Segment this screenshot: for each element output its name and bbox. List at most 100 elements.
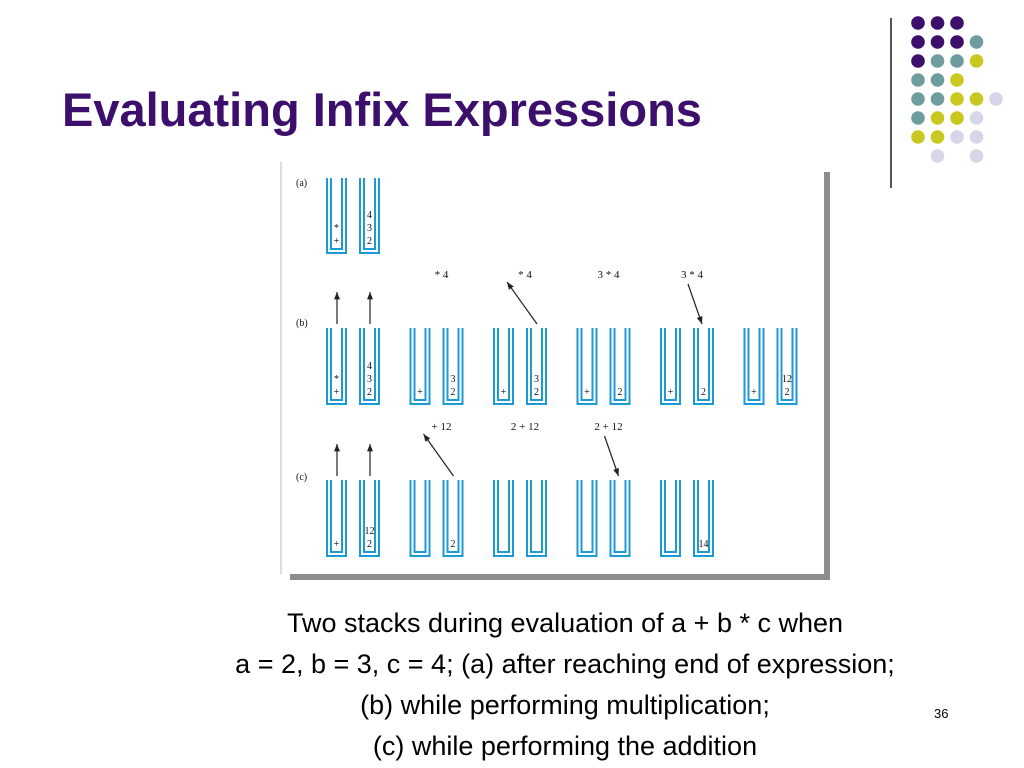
operand-value: 3 xyxy=(534,374,539,385)
operand-value: 3 xyxy=(451,374,456,385)
decor-dot xyxy=(930,73,945,87)
decor-dot xyxy=(950,73,964,87)
operand-stack xyxy=(442,480,464,557)
operator-value: + xyxy=(751,387,757,398)
operand-value: 12 xyxy=(782,374,792,385)
figure-row-0: (a)*+432 xyxy=(296,178,380,254)
caption-line-1: Two stacks during evaluation of a + b * … xyxy=(286,608,844,638)
operand-stack xyxy=(359,178,380,254)
operator-stack xyxy=(660,480,681,557)
operator-stack xyxy=(743,328,765,405)
pop-arrow xyxy=(334,444,340,476)
figure-left-edge xyxy=(280,162,282,574)
operator-value: + xyxy=(417,387,423,398)
operand-stack xyxy=(693,328,714,405)
operator-stack xyxy=(326,328,347,405)
decor-dot xyxy=(930,111,945,125)
decor-dot xyxy=(911,73,925,87)
operation-label: 2 + 12 xyxy=(594,421,622,433)
operator-value: * xyxy=(334,223,339,234)
decor-dot xyxy=(950,35,964,49)
decor-dot xyxy=(969,111,984,125)
operand-value: 2 xyxy=(451,539,456,550)
operator-value: + xyxy=(501,387,507,398)
decor-dot xyxy=(950,111,964,125)
operation-label: * 4 xyxy=(518,269,532,281)
operand-stack xyxy=(442,328,464,405)
operator-value: + xyxy=(334,539,340,550)
decor-dot xyxy=(911,54,925,68)
operand-value: 12 xyxy=(365,526,375,537)
operand-value: 4 xyxy=(367,361,372,372)
caption-line-2: a = 2, b = 3, c = 4; (a) after reaching … xyxy=(235,649,895,679)
operand-value: 2 xyxy=(534,387,539,398)
operand-value: 4 xyxy=(367,210,372,221)
slide-title: Evaluating Infix Expressions xyxy=(62,83,702,136)
decor-dot xyxy=(950,130,964,144)
row-label: (c) xyxy=(296,472,307,483)
operator-stack xyxy=(660,328,681,405)
caption-line-4: (c) while performing the addition xyxy=(372,731,758,761)
operand-value: 2 xyxy=(367,387,372,398)
operator-stack xyxy=(576,328,598,405)
decor-dot xyxy=(911,92,925,106)
operator-stack xyxy=(409,328,431,405)
operand-value: 3 xyxy=(367,374,372,385)
decor-dot xyxy=(930,149,945,163)
decor-dot xyxy=(969,130,984,144)
row-label: (b) xyxy=(296,318,308,329)
operation-label: 3 * 4 xyxy=(681,269,704,281)
operand-value: 2 xyxy=(618,387,623,398)
pop-arrow xyxy=(506,281,538,325)
decor-dot xyxy=(950,54,964,68)
operator-stack xyxy=(493,480,514,557)
page-number: 36 xyxy=(934,706,949,721)
decorative-divider-line xyxy=(890,18,892,188)
pop-arrow xyxy=(367,444,373,476)
decor-dot xyxy=(969,92,984,106)
operand-value: 2 xyxy=(701,387,706,398)
decor-dot xyxy=(911,130,925,144)
operand-stack xyxy=(609,328,631,405)
operand-value: 2 xyxy=(785,387,790,398)
decor-dot xyxy=(989,92,1003,106)
pop-arrow xyxy=(367,292,373,324)
operand-value: 2 xyxy=(451,387,456,398)
decor-dot xyxy=(930,35,945,49)
operator-value: + xyxy=(668,387,674,398)
operator-value: + xyxy=(334,236,340,247)
operation-label: 3 * 4 xyxy=(598,269,621,281)
operand-stack xyxy=(526,480,547,557)
operand-value: 2 xyxy=(367,539,372,550)
operand-value: 3 xyxy=(367,223,372,234)
figure-card xyxy=(280,162,824,574)
operator-value: + xyxy=(334,387,340,398)
operand-value: 2 xyxy=(367,236,372,247)
decorative-dot-grid xyxy=(911,16,1003,163)
operator-value: + xyxy=(584,387,590,398)
operation-label: 2 + 12 xyxy=(511,421,539,433)
figure-caption: Two stacks during evaluation of a + b * … xyxy=(120,603,1010,767)
operand-stack xyxy=(776,328,798,405)
operand-stack xyxy=(693,480,714,557)
stack-diagram-figure: (a)*+432(b)*+432+32* 4+32* 4+23 * 4+23 *… xyxy=(280,162,830,580)
decor-dot xyxy=(930,92,945,106)
operator-stack xyxy=(576,480,598,557)
caption-line-3: (b) while performing multiplication; xyxy=(360,690,770,720)
operand-stack xyxy=(609,480,631,557)
decor-dot xyxy=(950,16,964,30)
push-arrow xyxy=(687,283,703,325)
figure-row-2: (c) +12 2 2 + 12 2 + 12 2 + 12 14 xyxy=(296,421,714,557)
operand-stack xyxy=(526,328,547,405)
operand-value: 14 xyxy=(699,539,709,550)
operation-label: * 4 xyxy=(435,269,449,281)
decor-dot xyxy=(969,149,984,163)
decor-dot xyxy=(911,16,925,30)
pop-arrow xyxy=(423,433,454,477)
operator-stack xyxy=(409,480,431,557)
decor-dot xyxy=(930,54,945,68)
decor-dot xyxy=(969,35,984,49)
operation-label: + 12 xyxy=(432,421,452,433)
operator-stack xyxy=(326,178,347,254)
decor-dot xyxy=(930,16,945,30)
